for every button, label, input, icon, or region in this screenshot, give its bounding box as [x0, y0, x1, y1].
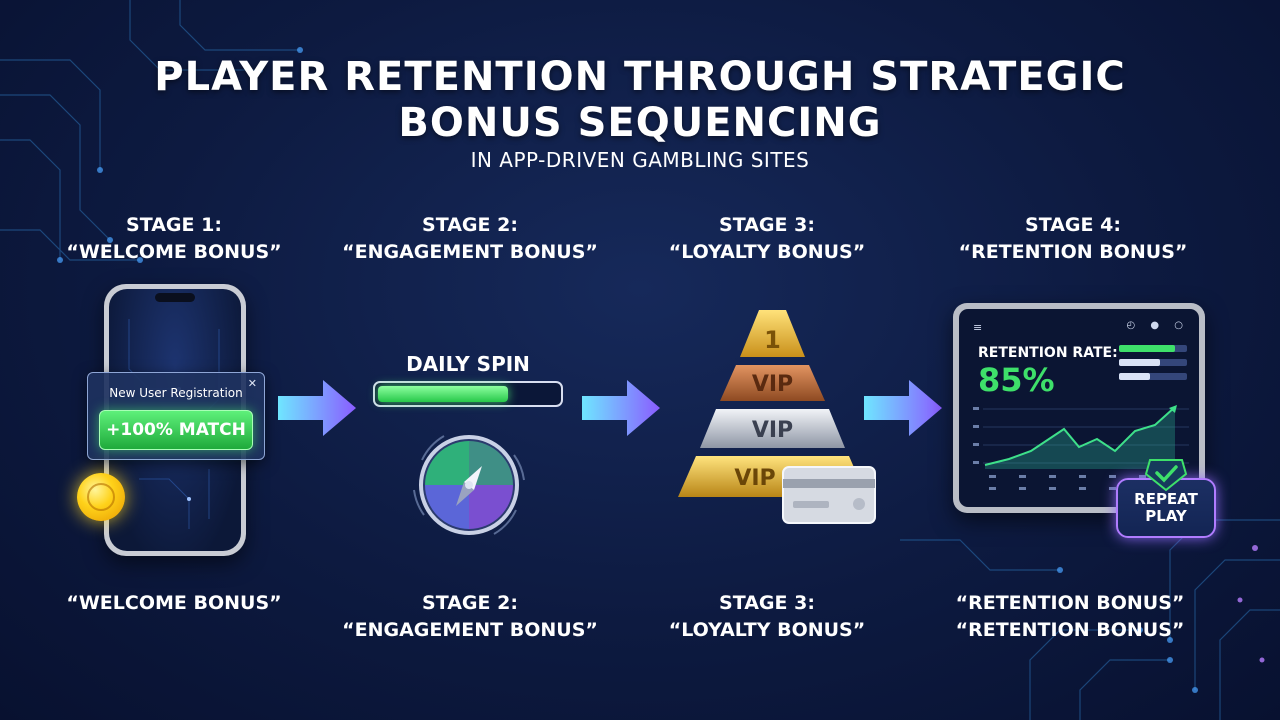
- menu-icon[interactable]: ≡: [973, 321, 983, 334]
- retention-trend-chart: [973, 405, 1189, 490]
- arrow-right-icon: [864, 380, 942, 436]
- repeat-play-badge[interactable]: REPEAT PLAY: [1116, 478, 1216, 538]
- stage-2-number: STAGE 2:: [422, 214, 518, 236]
- retention-rate-value: 85%: [978, 361, 1055, 399]
- daily-spin-label: DAILY SPIN: [406, 352, 530, 376]
- arrow-right-icon: [582, 380, 660, 436]
- arrow-right-icon: [278, 380, 356, 436]
- footer-label-3-line2: “LOYALTY BONUS”: [668, 619, 866, 641]
- vip-tier-bronze-label: VIP: [752, 372, 793, 397]
- footer-label-1: “WELCOME BONUS”: [24, 590, 324, 617]
- daily-spin-progress-fill: [378, 386, 508, 402]
- stage-3-header: STAGE 3: “LOYALTY BONUS”: [617, 212, 917, 266]
- vip-tier-gold-label: VIP: [734, 466, 775, 491]
- stage-3-number: STAGE 3:: [719, 214, 815, 236]
- footer-label-4-line1: “RETENTION BONUS”: [955, 592, 1185, 614]
- spin-wheel-icon[interactable]: [404, 420, 534, 550]
- match-bonus-button[interactable]: +100% MATCH: [99, 410, 253, 450]
- page-subtitle: IN APP-DRIVEN GAMBLING SITES: [470, 148, 810, 172]
- stage-4-number: STAGE 4:: [1025, 214, 1121, 236]
- repeat-play-line1: REPEAT: [1134, 490, 1198, 508]
- footer-label-2: STAGE 2: “ENGAGEMENT BONUS”: [320, 590, 620, 644]
- footer-label-3-line1: STAGE 3:: [719, 592, 815, 614]
- page-title-line2: BONUS SEQUENCING: [398, 100, 882, 146]
- stage-2-header: STAGE 2: “ENGAGEMENT BONUS”: [320, 212, 620, 266]
- dashboard-bar: [1119, 359, 1187, 366]
- repeat-play-line2: PLAY: [1145, 507, 1187, 525]
- stage-2-name: “ENGAGEMENT BONUS”: [342, 241, 598, 263]
- footer-label-4: “RETENTION BONUS” “RETENTION BONUS”: [920, 590, 1220, 644]
- registration-title: New User Registration: [109, 386, 243, 400]
- footer-label-4-line2: “RETENTION BONUS”: [955, 619, 1185, 641]
- dashboard-bar: [1119, 345, 1187, 352]
- stage-1-number: STAGE 1:: [126, 214, 222, 236]
- footer-label-2-line1: STAGE 2:: [422, 592, 518, 614]
- page-title-line1: PLAYER RETENTION THROUGH STRATEGIC: [154, 54, 1126, 100]
- footer-label-3: STAGE 3: “LOYALTY BONUS”: [617, 590, 917, 644]
- stage-1-header: STAGE 1: “WELCOME BONUS”: [24, 212, 324, 266]
- stage-3-name: “LOYALTY BONUS”: [668, 241, 866, 263]
- close-icon[interactable]: ✕: [247, 377, 257, 390]
- stage-1-name: “WELCOME BONUS”: [66, 241, 282, 263]
- dashboard-bar: [1119, 373, 1187, 380]
- vip-pyramid: 1 VIP VIP VIP: [678, 310, 876, 524]
- footer-label-1-line1: “WELCOME BONUS”: [66, 592, 282, 614]
- registration-card: ✕ New User Registration +100% MATCH: [87, 372, 265, 460]
- stage-4-name: “RETENTION BONUS”: [958, 241, 1188, 263]
- coin-icon: [77, 473, 125, 521]
- phone-notch: [155, 293, 195, 302]
- vip-top-tier-number: 1: [764, 326, 781, 354]
- retention-rate-label: RETENTION RATE:: [978, 345, 1118, 361]
- checkmark-icon: [1144, 459, 1188, 492]
- daily-spin-progress-bar: [373, 381, 563, 407]
- dashboard-header-icons[interactable]: ◴ ● ○: [1126, 320, 1189, 331]
- stage-4-header: STAGE 4: “RETENTION BONUS”: [923, 212, 1223, 266]
- vip-tier-silver-label: VIP: [752, 418, 793, 443]
- footer-label-2-line2: “ENGAGEMENT BONUS”: [342, 619, 598, 641]
- vip-card-icon: [782, 466, 876, 524]
